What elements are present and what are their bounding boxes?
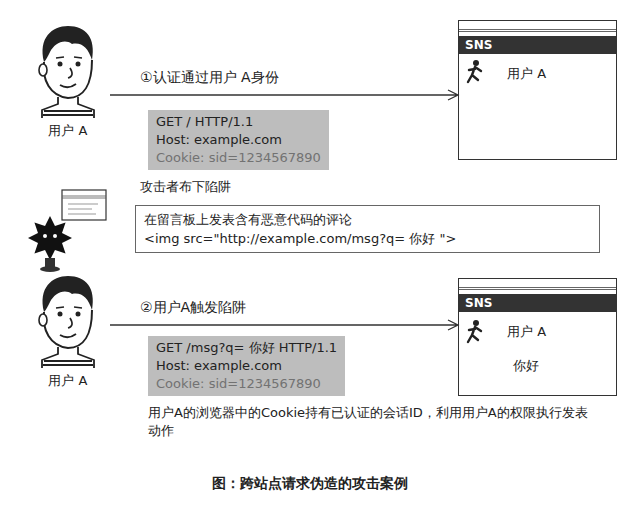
http-request-box: GET / HTTP/1.1Host: example.comCookie: s… [148, 110, 329, 170]
comment-line: 在留言板上发表含有恶意代码的评论 [144, 210, 591, 229]
arrow-line [110, 320, 458, 330]
browser-text: 用户 A [507, 323, 546, 341]
browser-text: 你好 [513, 357, 539, 375]
note-text: 用户A的浏览器中的Cookie持有已认证的会话ID，利用用户A的权限执行发表动作 [148, 404, 588, 440]
request-arrow [110, 320, 458, 330]
step-label: ②用户A触发陷阱 [140, 298, 246, 316]
title-bar [459, 21, 616, 32]
note-text: 攻击者布下陷阱 [140, 178, 231, 196]
comment-box: 在留言板上发表含有恶意代码的评论<img src="http://example… [135, 205, 600, 253]
browser-text: 用户 A [507, 65, 546, 83]
http-line: Cookie: sid=1234567890 [156, 375, 337, 393]
http-line: Host: example.com [156, 357, 337, 375]
user-face [39, 276, 94, 368]
sns-banner: SNS [459, 36, 616, 54]
http-request-box: GET /msg?q= 你好 HTTP/1.1Host: example.com… [148, 336, 345, 396]
comment-line: <img src="http://example.com/msg?q= 你好 "… [144, 229, 591, 248]
browser-window: SNS 用户 A [458, 20, 617, 160]
user-figure: 用户 A [26, 18, 110, 140]
http-line: GET / HTTP/1.1 [156, 113, 321, 131]
attacker-window [62, 190, 106, 220]
attacker-figure [28, 216, 72, 272]
figure-caption: 图：跨站点请求伪造的攻击案例 [0, 474, 620, 492]
user-icon [468, 320, 481, 342]
http-line: Host: example.com [156, 131, 321, 149]
title-bar [459, 279, 616, 290]
user-icon [468, 60, 481, 82]
step-label: ①认证通过用户 A身份 [140, 68, 279, 86]
browser-window: SNS 用户 A 你好 [458, 278, 617, 396]
arrow-line [110, 90, 458, 100]
http-line: GET /msg?q= 你好 HTTP/1.1 [156, 339, 337, 357]
user-figure: 用户 A [26, 268, 110, 390]
request-arrow [110, 90, 458, 100]
user-label: 用户 A [26, 122, 110, 140]
user-label: 用户 A [26, 372, 110, 390]
user-face [39, 26, 94, 118]
sns-banner: SNS [459, 294, 616, 312]
http-line: Cookie: sid=1234567890 [156, 149, 321, 167]
